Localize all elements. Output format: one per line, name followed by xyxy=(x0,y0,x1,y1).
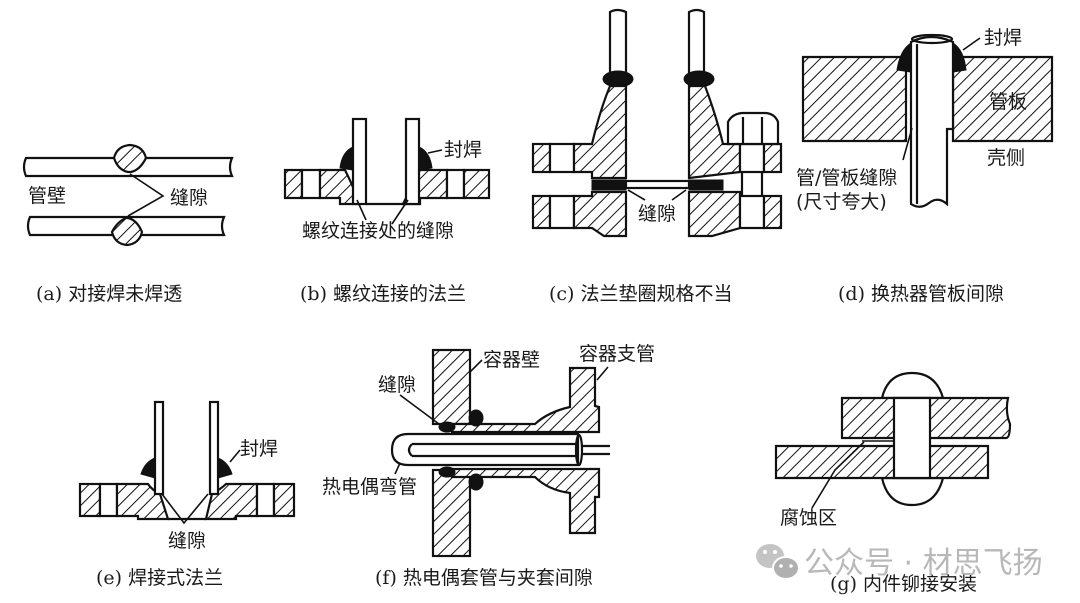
gap-leader-right xyxy=(671,189,687,201)
label-wall: 管壁 xyxy=(28,185,66,207)
corrosion-leader xyxy=(811,441,865,509)
wechat-icon xyxy=(756,544,800,580)
thermowell-tube xyxy=(390,432,610,467)
rivet-head-bottom xyxy=(880,476,945,507)
thread-gap-leader-left xyxy=(356,199,367,221)
gap-leader xyxy=(399,394,444,428)
seal-weld-left xyxy=(140,457,156,479)
seal-weld-leader xyxy=(962,37,981,51)
gap-leader-left xyxy=(627,189,646,201)
tube-sheet-left xyxy=(801,55,908,143)
weld-right xyxy=(683,70,715,88)
weld-upper-outer xyxy=(468,409,484,427)
nozzle-lower xyxy=(450,467,601,535)
weld-upper-inner xyxy=(438,421,456,433)
label-nozzle: 容器支管 xyxy=(579,343,655,365)
gasket xyxy=(591,179,724,191)
bolt-nut xyxy=(726,111,780,196)
panel-d: 封焊 管板 壳侧 管/管板缝隙 (尺寸夸大) (d) 换热器管板间隙 xyxy=(796,27,1054,305)
weld-lower-inner xyxy=(438,466,456,478)
rivet-shank xyxy=(892,396,932,480)
weld-bead-bottom xyxy=(110,216,144,247)
caption-g: (g) 内件铆接安装 xyxy=(830,573,977,595)
seal-weld-right xyxy=(418,146,433,171)
caption-b: (b) 螺纹连接的法兰 xyxy=(300,283,466,305)
label-gap: 缝隙 xyxy=(168,530,206,552)
watermark-text: 公众号 · 材思飞扬 xyxy=(804,546,1043,581)
caption-d: (d) 换热器管板间隙 xyxy=(838,283,1004,305)
flange-body xyxy=(283,168,491,206)
label-gap-line1: 管/管板缝隙 xyxy=(796,167,897,189)
thread-gap-leader-right xyxy=(391,199,409,225)
flange-body xyxy=(78,482,296,521)
panel-g: 腐蚀区 (g) 内件铆接安装 xyxy=(774,371,1012,595)
rivet-head-top xyxy=(880,371,945,400)
label-gap: 缝隙 xyxy=(638,203,676,225)
gap-leader xyxy=(902,127,913,161)
thermowell-leader xyxy=(394,462,401,475)
nozzle-leader xyxy=(596,366,609,381)
gap-leader xyxy=(161,493,209,525)
seal-weld-leader xyxy=(229,449,241,463)
label-seal-weld: 封焊 xyxy=(984,27,1022,49)
caption-c: (c) 法兰垫圈规格不当 xyxy=(549,283,733,305)
panel-a: 管壁 缝隙 (a) 对接焊未焊透 xyxy=(22,143,234,305)
caption-a: (a) 对接焊未焊透 xyxy=(36,283,182,305)
label-tube-sheet: 管板 xyxy=(989,91,1027,113)
panel-f: 容器壁 容器支管 缝隙 热电偶弯管 (f) 热电偶套管与夹套间隙 xyxy=(322,343,655,589)
label-thread-gap: 螺纹连接处的缝隙 xyxy=(302,220,454,242)
panel-c: 缝隙 (c) 法兰垫圈规格不当 xyxy=(531,8,783,305)
seal-weld-left xyxy=(339,146,354,171)
label-gap: 缝隙 xyxy=(170,187,208,209)
pipe xyxy=(153,400,220,496)
pipe-left xyxy=(608,8,628,80)
label-seal-weld: 封焊 xyxy=(444,139,482,161)
label-corrosion-zone: 腐蚀区 xyxy=(780,507,837,529)
watermark: 公众号 · 材思飞扬 xyxy=(756,544,1043,581)
label-thermowell: 热电偶弯管 xyxy=(322,476,417,498)
seal-weld-leader xyxy=(427,149,443,154)
vessel-wall-lower xyxy=(431,468,472,558)
lower-plate xyxy=(774,444,990,480)
label-shell-side: 壳侧 xyxy=(987,147,1025,169)
gap-leader xyxy=(127,173,165,217)
weld-left xyxy=(602,70,634,88)
tube xyxy=(909,33,955,208)
caption-f: (f) 热电偶套管与夹套间隙 xyxy=(375,567,593,589)
weld-lower-outer xyxy=(468,473,484,491)
panel-b: 封焊 螺纹连接处的缝隙 (b) 螺纹连接的法兰 xyxy=(283,117,491,305)
vessel-wall-upper xyxy=(431,348,472,426)
label-vessel-wall: 容器壁 xyxy=(483,349,540,371)
panel-e: 封焊 缝隙 (e) 焊接式法兰 xyxy=(78,400,296,589)
nozzle-upper xyxy=(450,366,601,434)
label-seal-weld: 封焊 xyxy=(240,438,278,460)
weld-bead-top xyxy=(112,143,148,174)
caption-e: (e) 焊接式法兰 xyxy=(96,567,223,589)
pipe xyxy=(351,117,421,206)
upper-flange xyxy=(531,84,783,180)
lower-flange xyxy=(531,190,783,238)
seal-weld-right xyxy=(217,457,233,479)
seal-weld-right xyxy=(952,42,967,73)
vessel-wall-leader xyxy=(469,359,483,373)
pipe-right xyxy=(687,8,706,80)
label-gap: 缝隙 xyxy=(378,374,416,396)
label-gap-line2: (尺寸夸大) xyxy=(796,191,887,213)
